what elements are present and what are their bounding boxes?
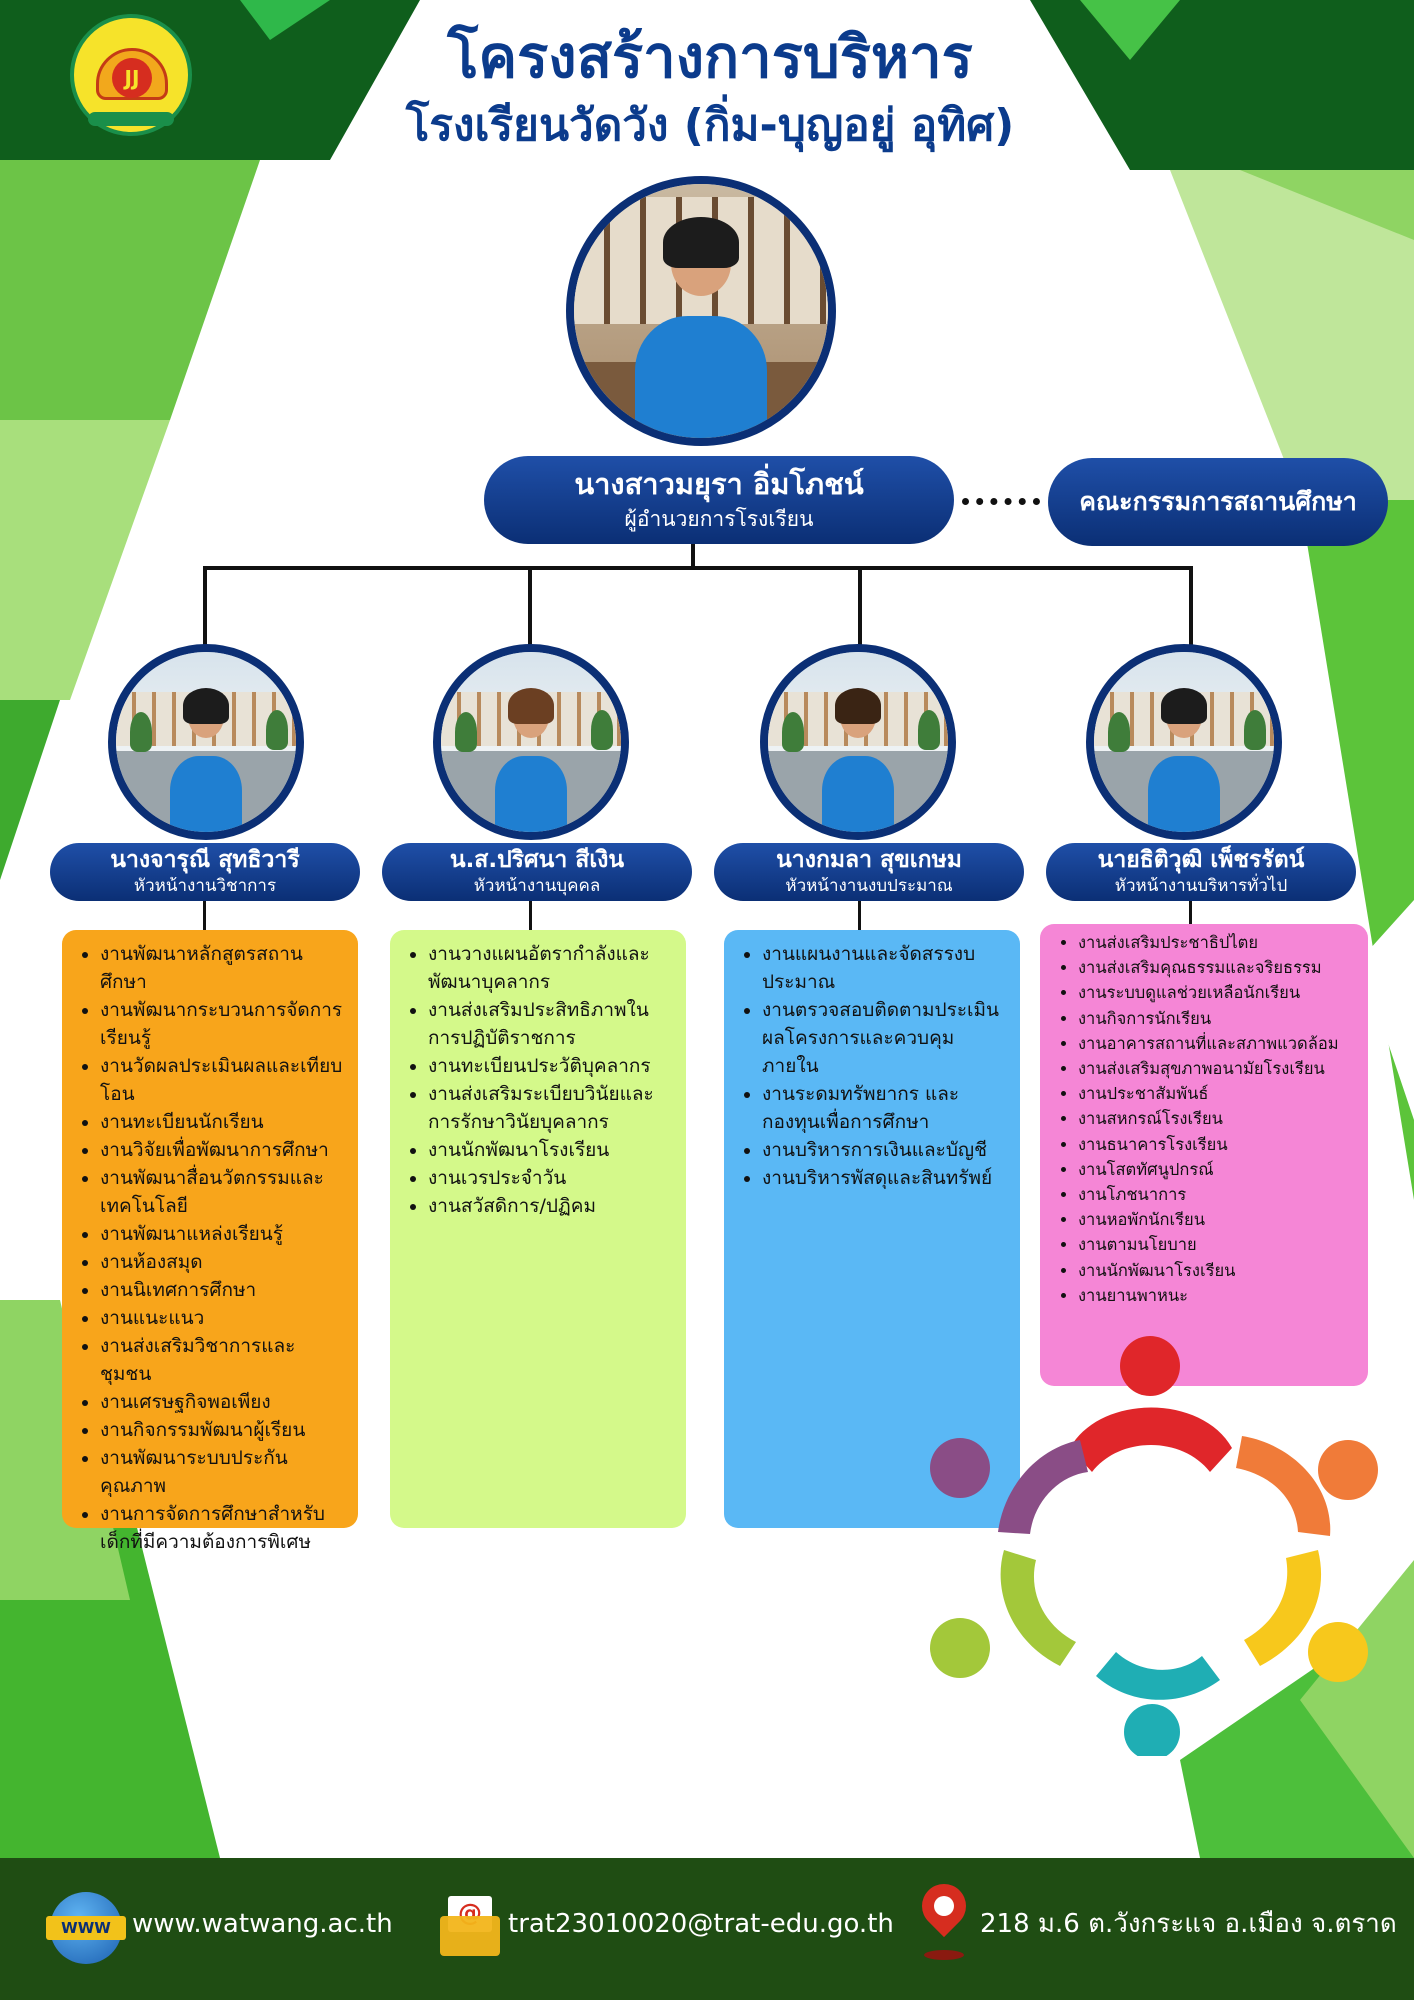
logo-ribbon [88, 112, 174, 126]
director-pill: นางสาวมยุรา อิ่มโภชน์ ผู้อำนวยการโรงเรีย… [484, 456, 954, 544]
dept-1-name: นางจารุณี สุทธิวารี [110, 847, 300, 873]
dept-2-task-box: งานวางแผนอัตรากำลังและพัฒนาบุคลากรงานส่ง… [390, 930, 686, 1528]
task-item: งานแผนงานและจัดสรรงบประมาณ [762, 940, 1006, 996]
task-item: งานส่งเสริมวิชาการและชุมชน [100, 1332, 344, 1388]
school-logo: JJ [70, 14, 192, 136]
dept-4-role: หัวหน้างานบริหารทั่วไป [1114, 876, 1288, 896]
task-item: งานยานพาหนะ [1078, 1283, 1354, 1308]
dept-2-task-list: งานวางแผนอัตรากำลังและพัฒนาบุคลากรงานส่ง… [402, 940, 672, 1220]
connector-horizontal [203, 566, 1193, 570]
connector-dept-1 [203, 566, 207, 648]
dept-3-task-box: งานแผนงานและจัดสรรงบประมาณงานตรวจสอบติดต… [724, 930, 1020, 1528]
task-item: งานตามนโยบาย [1078, 1232, 1354, 1257]
task-item: งานสวัสดิการ/ปฏิคม [428, 1192, 672, 1220]
task-item: งานประชาสัมพันธ์ [1078, 1081, 1354, 1106]
page-subtitle: โรงเรียนวัดวัง (กิ่ม-บุญอยู่ อุทิศ) [405, 100, 1015, 151]
task-item: งานนักพัฒนาโรงเรียน [428, 1136, 672, 1164]
task-item: งานห้องสมุด [100, 1248, 344, 1276]
footer-website-link[interactable]: www.watwang.ac.th [132, 1909, 393, 1939]
task-item: งานวางแผนอัตรากำลังและพัฒนาบุคลากร [428, 940, 672, 996]
task-item: งานพัฒนาหลักสูตรสถานศึกษา [100, 940, 344, 996]
task-item: งานวัดผลประเมินผลและเทียบโอน [100, 1052, 344, 1108]
connector-dept-4 [1189, 566, 1193, 648]
task-item: งานทะเบียนนักเรียน [100, 1108, 344, 1136]
dept-1-task-box: งานพัฒนาหลักสูตรสถานศึกษางานพัฒนากระบวนก… [62, 930, 358, 1553]
task-item: งานหอพักนักเรียน [1078, 1207, 1354, 1232]
task-item: งานทะเบียนประวัติบุคลากร [428, 1052, 672, 1080]
dept-4-task-box: งานส่งเสริมประชาธิปไตยงานส่งเสริมคุณธรรม… [1040, 924, 1368, 1386]
dept-3-role: หัวหน้างานงบประมาณ [785, 876, 953, 896]
task-item: งานพัฒนากระบวนการจัดการเรียนรู้ [100, 996, 344, 1052]
task-item: งานพัฒนาสื่อนวัตกรรมและเทคโนโลยี [100, 1164, 344, 1220]
dept-3-pill: นางกมลา สุขเกษม หัวหน้างานงบประมาณ [714, 843, 1024, 901]
task-item: งานธนาคารโรงเรียน [1078, 1132, 1354, 1157]
board-pill: คณะกรรมการสถานศึกษา [1048, 458, 1388, 546]
connector-dept-2 [528, 566, 532, 648]
task-item: งานส่งเสริมประสิทธิภาพในการปฏิบัติราชการ [428, 996, 672, 1052]
task-item: งานเวรประจำวัน [428, 1164, 672, 1192]
task-item: งานการจัดการศึกษาสำหรับเด็กที่มีความต้อง… [100, 1500, 344, 1556]
task-item: งานกิจกรรมพัฒนาผู้เรียน [100, 1416, 344, 1444]
dept-1-box-connector [203, 901, 206, 931]
dept-4-name: นายธิติวุฒิ เพ็ชรรัตน์ [1097, 847, 1305, 873]
dept-2-name: น.ส.ปริศนา สีเงิน [449, 847, 625, 873]
task-item: งานแนะแนว [100, 1304, 344, 1332]
task-item: งานโสตทัศนูปกรณ์ [1078, 1157, 1354, 1182]
footer-bar [0, 1858, 1414, 2000]
teamwork-illustration [930, 1336, 1378, 1756]
task-item: งานวิจัยเพื่อพัฒนาการศึกษา [100, 1136, 344, 1164]
task-item: งานเศรษฐกิจพอเพียง [100, 1388, 344, 1416]
task-item: งานส่งเสริมระเบียบวินัยและการรักษาวินัยบ… [428, 1080, 672, 1136]
dept-1-photo [108, 644, 304, 840]
board-dotted-connector [962, 498, 1040, 505]
globe-www-label: WWW [46, 1916, 126, 1940]
task-item: งานนิเทศการศึกษา [100, 1276, 344, 1304]
director-name: นางสาวมยุรา อิ่มโภชน์ [574, 467, 864, 501]
task-item: งานส่งเสริมคุณธรรมและจริยธรรม [1078, 955, 1354, 980]
director-role: ผู้อำนวยการโรงเรียน [624, 507, 814, 531]
dept-2-photo [433, 644, 629, 840]
task-item: งานอาคารสถานที่และสภาพแวดล้อม [1078, 1031, 1354, 1056]
dept-4-box-connector [1189, 901, 1192, 925]
task-item: งานบริหารพัสดุและสินทรัพย์ [762, 1164, 1006, 1192]
task-item: งานโภชนาการ [1078, 1182, 1354, 1207]
task-item: งานพัฒนาแหล่งเรียนรู้ [100, 1220, 344, 1248]
footer-address: 218 ม.6 ต.วังกระแจ อ.เมือง จ.ตราด [980, 1909, 1397, 1939]
dept-4-pill: นายธิติวุฒิ เพ็ชรรัตน์ หัวหน้างานบริหารท… [1046, 843, 1356, 901]
director-photo [566, 176, 836, 446]
dept-4-photo [1086, 644, 1282, 840]
dept-2-role: หัวหน้างานบุคคล [473, 876, 601, 896]
globe-icon: WWW [46, 1892, 126, 1964]
connector-dept-3 [858, 566, 862, 648]
task-item: งานพัฒนาระบบประกันคุณภาพ [100, 1444, 344, 1500]
dept-1-task-list: งานพัฒนาหลักสูตรสถานศึกษางานพัฒนากระบวนก… [74, 940, 344, 1556]
task-item: งานบริหารการเงินและบัญชี [762, 1136, 1006, 1164]
task-item: งานสหกรณ์โรงเรียน [1078, 1106, 1354, 1131]
footer-email-link[interactable]: trat23010020@trat-edu.go.th [508, 1909, 894, 1939]
logo-monogram: JJ [112, 58, 152, 98]
task-item: งานระดมทรัพยากร และกองทุนเพื่อการศึกษา [762, 1080, 1006, 1136]
dept-1-pill: นางจารุณี สุทธิวารี หัวหน้างานวิชาการ [50, 843, 360, 901]
task-item: งานนักพัฒนาโรงเรียน [1078, 1258, 1354, 1283]
dept-3-box-connector [858, 901, 861, 931]
mail-icon: @ [438, 1894, 502, 1958]
task-item: งานตรวจสอบติดตามประเมินผลโครงการและควบคุ… [762, 996, 1006, 1080]
page-title: โครงสร้างการบริหาร [447, 23, 973, 91]
task-item: งานส่งเสริมประชาธิปไตย [1078, 930, 1354, 955]
dept-2-box-connector [529, 901, 532, 931]
task-item: งานกิจการนักเรียน [1078, 1006, 1354, 1031]
dept-3-task-list: งานแผนงานและจัดสรรงบประมาณงานตรวจสอบติดต… [736, 940, 1006, 1192]
map-pin-icon [912, 1874, 976, 1962]
dept-2-pill: น.ส.ปริศนา สีเงิน หัวหน้างานบุคคล [382, 843, 692, 901]
task-item: งานส่งเสริมสุขภาพอนามัยโรงเรียน [1078, 1056, 1354, 1081]
task-item: งานระบบดูแลช่วยเหลือนักเรียน [1078, 980, 1354, 1005]
dept-4-task-list: งานส่งเสริมประชาธิปไตยงานส่งเสริมคุณธรรม… [1052, 930, 1354, 1308]
dept-3-photo [760, 644, 956, 840]
dept-3-name: นางกมลา สุขเกษม [776, 847, 962, 873]
connector-vertical-main [691, 544, 695, 568]
dept-1-role: หัวหน้างานวิชาการ [133, 876, 277, 896]
